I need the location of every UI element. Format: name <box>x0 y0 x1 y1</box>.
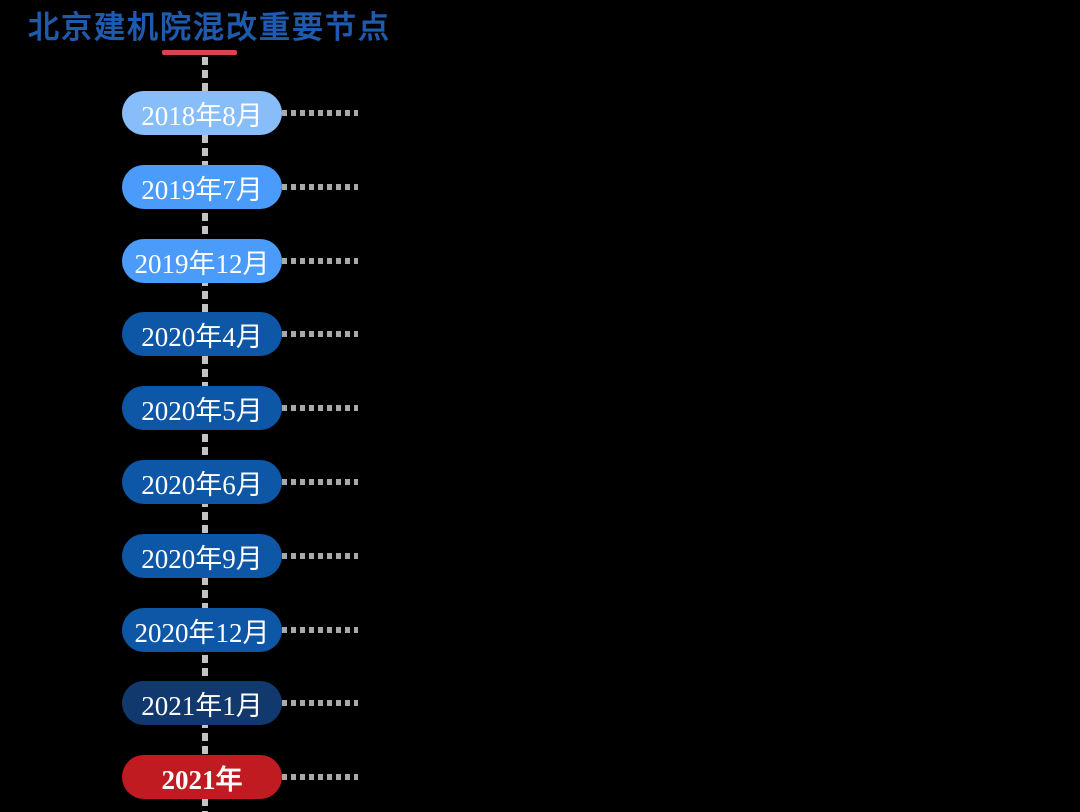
timeline-node-leader-line <box>282 479 358 485</box>
timeline-node-pill: 2018年8月 <box>122 91 282 135</box>
timeline-node-label: 2020年6月 <box>141 469 263 500</box>
timeline-node-pill: 2021年1月 <box>122 681 282 725</box>
timeline-node-leader-line <box>282 405 358 411</box>
timeline-node-label: 2021年1月 <box>141 690 263 721</box>
title-underline <box>162 50 237 55</box>
timeline-node-label: 2021年 <box>161 764 243 795</box>
timeline-node-label: 2020年9月 <box>141 543 263 574</box>
timeline-node-label: 2020年12月 <box>134 617 270 648</box>
timeline-vertical-connector <box>202 57 208 812</box>
timeline-node-pill: 2020年12月 <box>122 608 282 652</box>
timeline-node-leader-line <box>282 627 358 633</box>
timeline-node-pill: 2020年6月 <box>122 460 282 504</box>
timeline-node-label: 2019年7月 <box>141 174 263 205</box>
timeline-node-pill: 2020年9月 <box>122 534 282 578</box>
timeline-node-leader-line <box>282 184 358 190</box>
timeline-node-pill: 2020年5月 <box>122 386 282 430</box>
timeline-node-label: 2019年12月 <box>134 248 270 279</box>
timeline-node-label: 2018年8月 <box>141 100 263 131</box>
timeline-node-pill: 2019年12月 <box>122 239 282 283</box>
timeline-node-label: 2020年4月 <box>141 321 263 352</box>
timeline-node-leader-line <box>282 774 358 780</box>
timeline-node-leader-line <box>282 553 358 559</box>
timeline-node-pill: 2020年4月 <box>122 312 282 356</box>
timeline-node-leader-line <box>282 110 358 116</box>
timeline-node-pill: 2021年 <box>122 755 282 799</box>
timeline-node-label: 2020年5月 <box>141 395 263 426</box>
timeline-node-pill: 2019年7月 <box>122 165 282 209</box>
timeline-node-leader-line <box>282 331 358 337</box>
timeline-node-leader-line <box>282 258 358 264</box>
timeline-node-leader-line <box>282 700 358 706</box>
page-title: 北京建机院混改重要节点 <box>28 10 391 45</box>
